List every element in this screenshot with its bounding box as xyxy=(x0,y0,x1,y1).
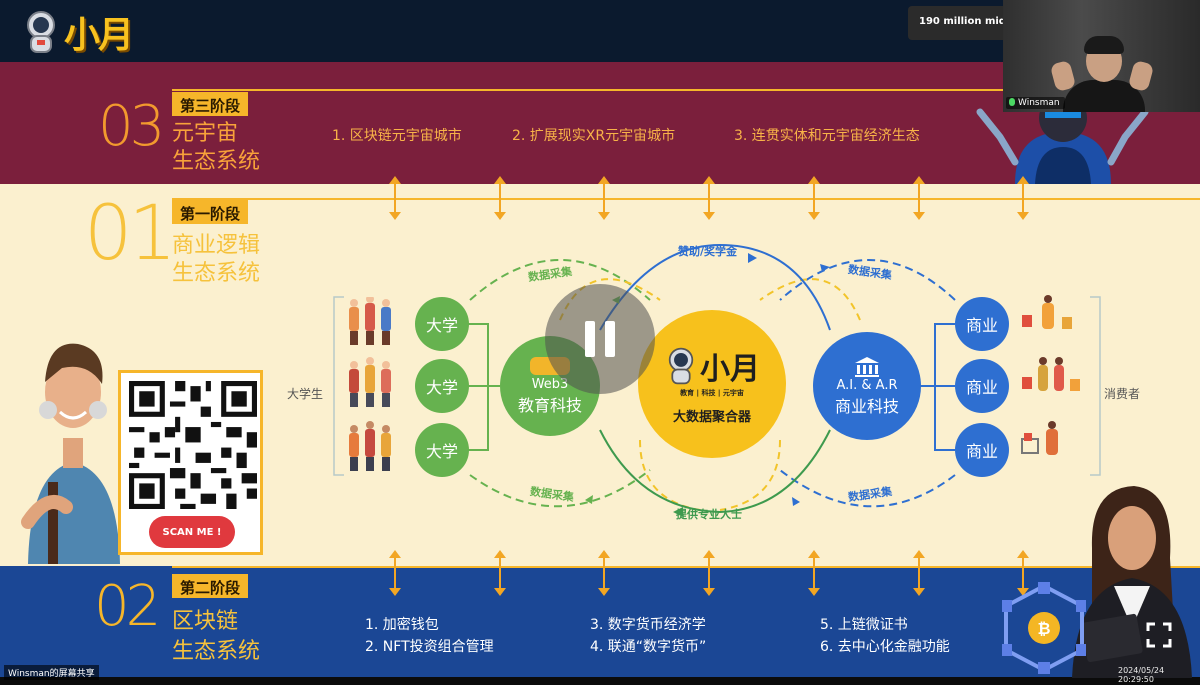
double-arrow xyxy=(808,176,820,220)
svg-text:₿: ₿ xyxy=(1037,619,1050,638)
stage-title: 区块链 xyxy=(172,609,239,634)
business-node: 商业 xyxy=(955,359,1009,413)
qr-code[interactable] xyxy=(129,381,257,509)
university-label: 大学 xyxy=(425,378,458,397)
bottom-strip xyxy=(0,677,1200,685)
stage-item: 5. 上链微证书 xyxy=(820,617,908,633)
live-caption: 190 million middle-c xyxy=(908,6,1008,40)
business-label: 商业 xyxy=(965,378,998,397)
center-logo-text: 小月 xyxy=(700,351,760,387)
stage-number: 01 xyxy=(84,188,177,277)
business-node: 商业 xyxy=(955,423,1009,477)
stage-subtitle: 生态系统 xyxy=(172,149,261,174)
bitcoin-icon xyxy=(1028,612,1060,644)
participant-name: Winsman xyxy=(1006,97,1065,109)
flow-label-professionals: 提供专业人士 xyxy=(676,508,742,521)
pause-button[interactable] xyxy=(545,284,655,394)
scan-me-button[interactable]: SCAN ME ! xyxy=(149,516,235,548)
university-node: 大学 xyxy=(415,423,469,477)
stage-item: 2. 扩展现实XR元宇宙城市 xyxy=(512,128,676,144)
center-logo-sub: 教育 | 科技 | 元宇宙 xyxy=(680,388,744,397)
double-arrow xyxy=(598,176,610,220)
double-arrow xyxy=(1017,176,1029,220)
flow-label-sponsorship: 赞助/奖学金 xyxy=(678,245,738,258)
qr-card[interactable]: SCAN ME ! xyxy=(118,370,263,555)
stage-item: 1. 加密钱包 xyxy=(365,617,439,633)
screen-share-label: Winsman的屏幕共享 xyxy=(4,665,99,680)
double-arrow xyxy=(913,176,925,220)
student-illustration xyxy=(18,332,128,564)
web3-label: Web3 xyxy=(531,376,569,392)
web3-sublabel: 教育科技 xyxy=(517,395,582,415)
university-node: 大学 xyxy=(415,297,469,351)
astronaut-icon xyxy=(22,9,60,55)
ai-sublabel: 商业科技 xyxy=(834,396,899,416)
consumers-label: 消费者 xyxy=(1104,387,1141,401)
stage-item: 6. 去中心化金融功能 xyxy=(820,639,950,655)
double-arrow xyxy=(389,176,401,220)
stage-subtitle: 生态系统 xyxy=(172,639,261,664)
timestamp: 2024/05/24 20:29:50 xyxy=(1118,666,1165,684)
double-arrow xyxy=(808,550,820,596)
stage-item: 3. 连贯实体和元宇宙经济生态 xyxy=(734,128,920,144)
double-arrow xyxy=(494,550,506,596)
consumers-illustration xyxy=(1020,295,1084,475)
business-node: 商业 xyxy=(955,297,1009,351)
university-label: 大学 xyxy=(425,316,458,335)
stage-subtitle: 生态系统 xyxy=(172,261,261,286)
stage-item: 2. NFT投资组合管理 xyxy=(365,639,494,655)
stage-item: 4. 联通“数字货币” xyxy=(590,639,707,655)
business-label: 商业 xyxy=(965,442,998,461)
big-data-aggregator-node: 小月 教育 | 科技 | 元宇宙 大数据聚合器 xyxy=(638,310,786,458)
pause-icon xyxy=(585,321,595,357)
university-node: 大学 xyxy=(415,359,469,413)
university-label: 大学 xyxy=(425,442,458,461)
stage-title: 商业逻辑 xyxy=(172,233,261,258)
stage-tag: 第三阶段 xyxy=(172,92,249,116)
divider-line xyxy=(172,566,1200,568)
divider-line xyxy=(172,198,1200,200)
double-arrow xyxy=(703,550,715,596)
ai-ar-business-node: A.I. & A.R 商业科技 xyxy=(813,332,921,440)
stage-title: 元宇宙 xyxy=(172,121,239,146)
fullscreen-icon[interactable] xyxy=(1146,622,1172,648)
stage-item: 1. 区块链元宇宙城市 xyxy=(332,128,462,144)
center-title: 大数据聚合器 xyxy=(672,409,751,425)
stage-tag: 第一阶段 xyxy=(172,200,249,224)
stage-02-band: 02 第二阶段 区块链 生态系统 1. 加密钱包 2. NFT投资组合管理 3.… xyxy=(0,566,1200,678)
double-arrow xyxy=(598,550,610,596)
stage-item: 3. 数字货币经济学 xyxy=(590,617,706,633)
divider-line xyxy=(172,89,1200,91)
ai-label: A.I. & A.R xyxy=(836,377,898,393)
double-arrow xyxy=(494,176,506,220)
mic-icon xyxy=(1009,98,1015,106)
double-arrow xyxy=(703,176,715,220)
double-arrow xyxy=(389,550,401,596)
blockchain-illustration: ₿ xyxy=(1000,582,1088,674)
students-label: 大学生 xyxy=(287,387,324,401)
logo-text: 小月 xyxy=(64,15,134,56)
webcam-tile[interactable]: Winsman xyxy=(1003,0,1200,112)
double-arrow xyxy=(913,550,925,596)
presenter-illustration xyxy=(1062,478,1200,678)
stage-number: 02 xyxy=(94,574,161,639)
stage-tag: 第二阶段 xyxy=(172,574,249,598)
robot-illustration xyxy=(975,92,1150,184)
students-illustration xyxy=(345,295,405,477)
stage-03-band: 03 第三阶段 元宇宙 生态系统 1. 区块链元宇宙城市 2. 扩展现实XR元宇… xyxy=(0,62,1200,184)
logo: 小月 xyxy=(22,6,134,58)
double-arrow xyxy=(1017,550,1029,596)
business-label: 商业 xyxy=(965,316,998,335)
bank-icon xyxy=(855,356,879,377)
stage-number: 03 xyxy=(98,94,165,159)
astronaut-icon xyxy=(668,347,694,384)
